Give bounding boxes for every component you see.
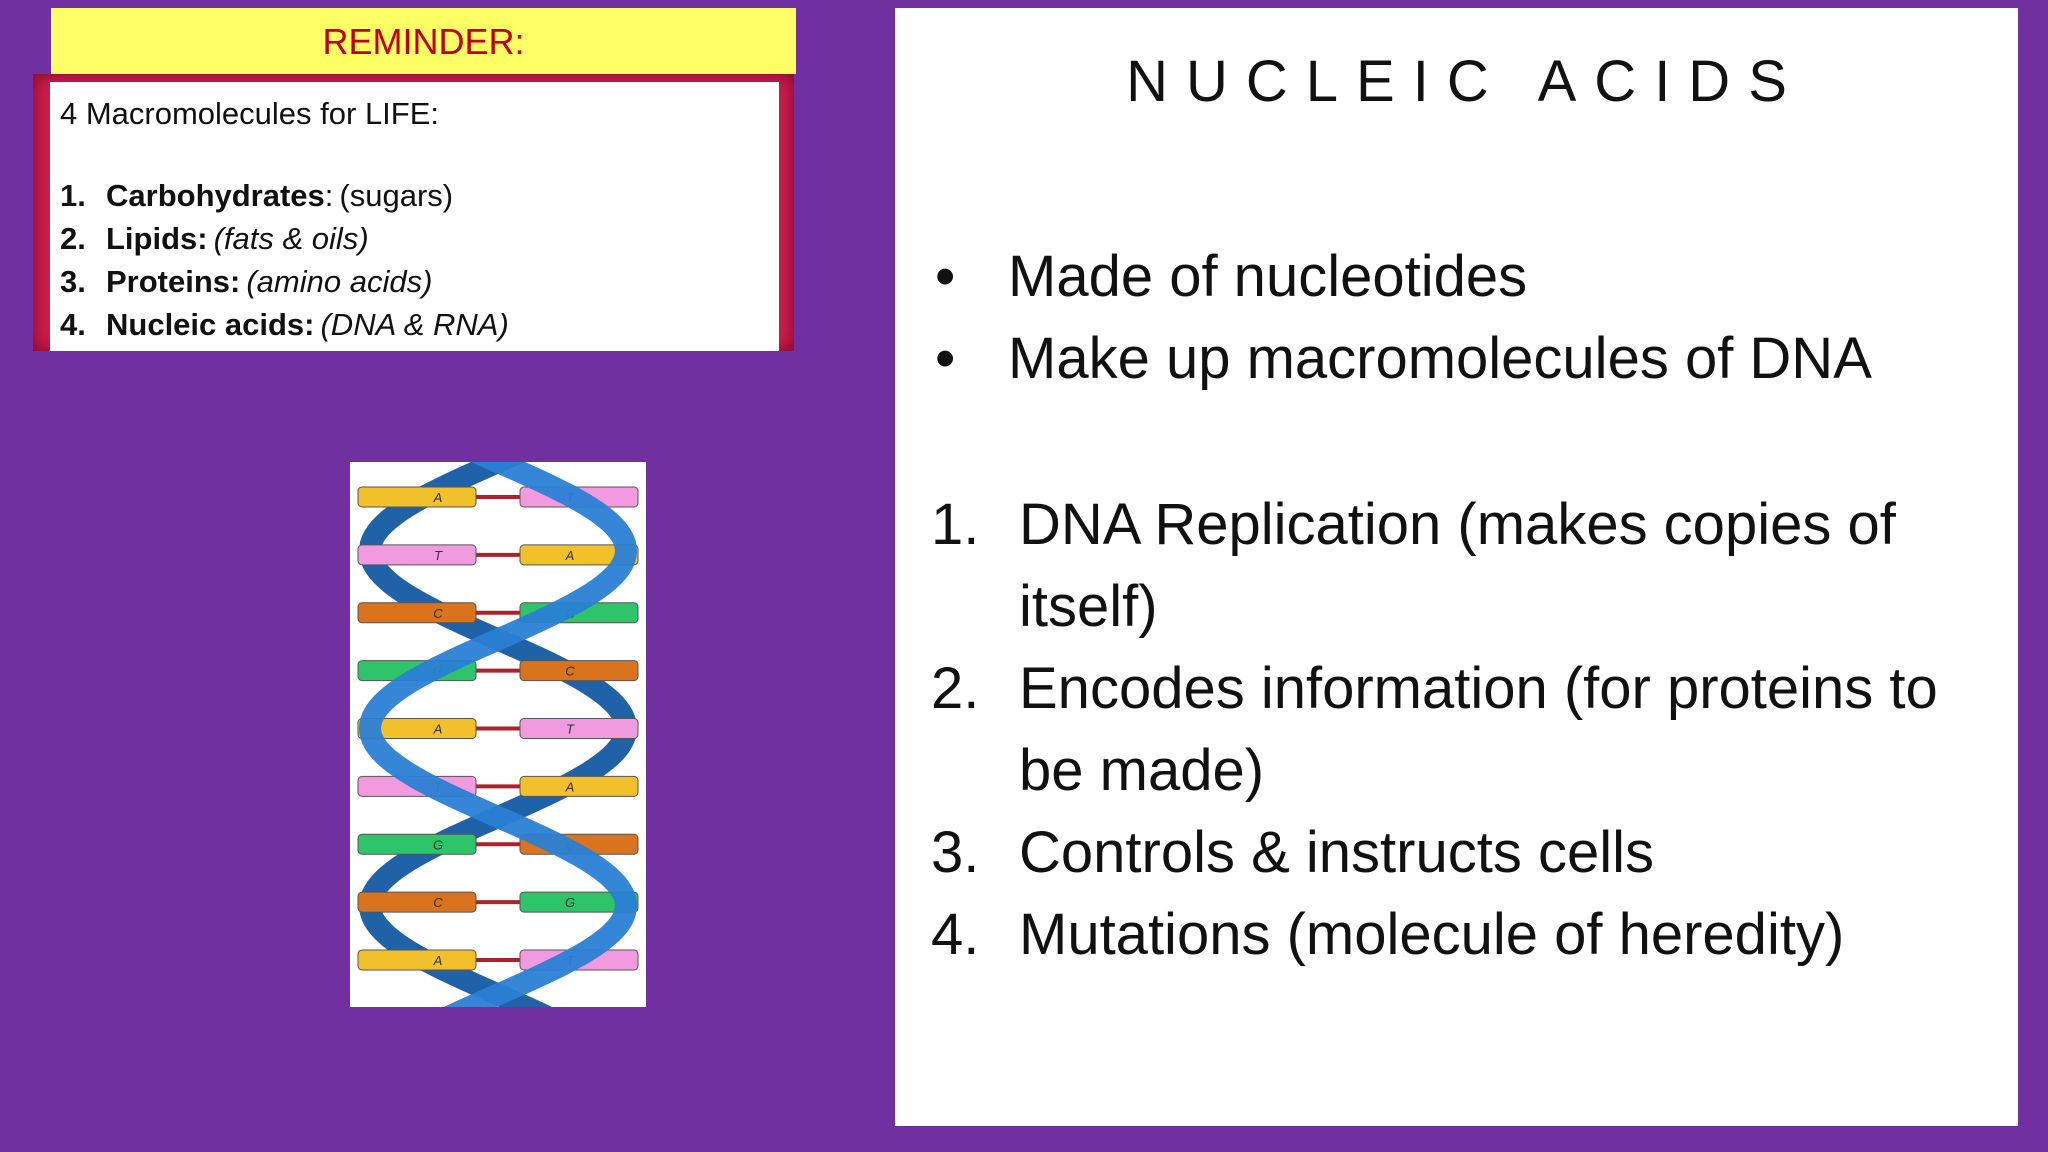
item-description: (DNA & RNA) <box>320 307 509 342</box>
bullet-item: • Make up macromolecules of DNA <box>935 318 1872 400</box>
reminder-heading: 4 Macromolecules for LIFE: <box>60 96 440 131</box>
base-right-label: C <box>565 664 575 679</box>
bullet-icon: • <box>935 326 956 391</box>
function-number: 4. <box>931 902 980 967</box>
item-description: (fats & oils) <box>213 221 369 256</box>
base-left-label: A <box>433 722 443 737</box>
macromolecule-item: 2. Lipids:(fats & oils) <box>60 217 509 260</box>
reminder-header: REMINDER: <box>51 8 796 74</box>
reminder-box: 4 Macromolecules for LIFE: 1. Carbohydrat… <box>33 74 794 351</box>
item-number: 3. <box>60 264 86 299</box>
bullet-icon: • <box>935 244 956 309</box>
base-right-label: G <box>565 895 575 910</box>
base-right <box>519 660 639 682</box>
item-separator: : <box>324 178 334 213</box>
function-number: 2. <box>931 656 980 721</box>
base-left <box>357 602 477 624</box>
function-text: Controls & instructs cells <box>1019 820 1654 885</box>
item-number: 4. <box>60 307 86 342</box>
item-number: 2. <box>60 221 86 256</box>
macromolecule-item: 3. Proteins:(amino acids) <box>60 260 509 303</box>
bullet-text: Made of nucleotides <box>1008 244 1528 309</box>
base-right <box>519 775 639 797</box>
macromolecule-item: 4. Nucleic acids:(DNA & RNA) <box>60 303 509 346</box>
base-left-label: A <box>433 953 443 968</box>
base-left <box>357 833 477 855</box>
content-panel: NUCLEIC ACIDS • Made of nucleotides • Make… <box>895 8 2018 1126</box>
function-number: 1. <box>931 492 980 557</box>
bullet-list: • Made of nucleotides • Make up macromolec… <box>935 236 1872 400</box>
item-name: Carbohydrates <box>106 178 325 213</box>
item-name: Nucleic acids: <box>106 307 315 342</box>
function-item: 1. DNA Replication (makes copies of itsel… <box>931 484 1991 648</box>
base-right-label: A <box>565 548 575 563</box>
item-description: (sugars) <box>339 178 454 213</box>
helix-backbone-front <box>358 462 638 1007</box>
bullet-text: Make up macromolecules of DNA <box>1008 326 1872 391</box>
base-left-label: C <box>433 606 443 621</box>
base-left-label: T <box>434 548 443 563</box>
base-right <box>519 891 639 913</box>
item-description: (amino acids) <box>246 264 433 299</box>
base-right <box>519 718 639 739</box>
base-left-label: C <box>433 895 443 910</box>
function-item: 3. Controls & instructs cells <box>931 812 1991 894</box>
base-left <box>357 544 477 566</box>
base-right <box>519 544 639 566</box>
macromolecule-item: 1. Carbohydrates:(sugars) <box>60 174 509 217</box>
base-right-label: T <box>566 722 575 737</box>
base-left-label: A <box>433 490 443 505</box>
function-text: DNA Replication (makes copies of itself) <box>1019 492 1896 639</box>
reminder-content: 4 Macromolecules for LIFE: 1. Carbohydrat… <box>50 82 779 351</box>
base-left <box>357 718 477 739</box>
base-left <box>357 949 477 971</box>
function-number: 3. <box>931 820 980 885</box>
bullet-item: • Made of nucleotides <box>935 236 1872 318</box>
base-right-label: A <box>565 779 575 794</box>
function-item: 2. Encodes information (for proteins to b… <box>931 648 1991 812</box>
function-item: 4. Mutations (molecule of heredity) <box>931 894 1991 976</box>
item-name: Lipids: <box>106 221 208 256</box>
function-text: Mutations (molecule of heredity) <box>1019 902 1845 967</box>
base-left-label: G <box>433 837 443 852</box>
base-left <box>357 891 477 913</box>
item-number: 1. <box>60 178 86 213</box>
slide-title: NUCLEIC ACIDS <box>1126 49 1805 114</box>
macromolecule-list: 1. Carbohydrates:(sugars) 2. Lipids:(fats … <box>60 174 509 346</box>
base-left <box>357 486 477 508</box>
function-text: Encodes information (for proteins to be … <box>1019 656 1938 803</box>
item-name: Proteins: <box>106 264 241 299</box>
function-list: 1. DNA Replication (makes copies of itsel… <box>931 484 1991 976</box>
